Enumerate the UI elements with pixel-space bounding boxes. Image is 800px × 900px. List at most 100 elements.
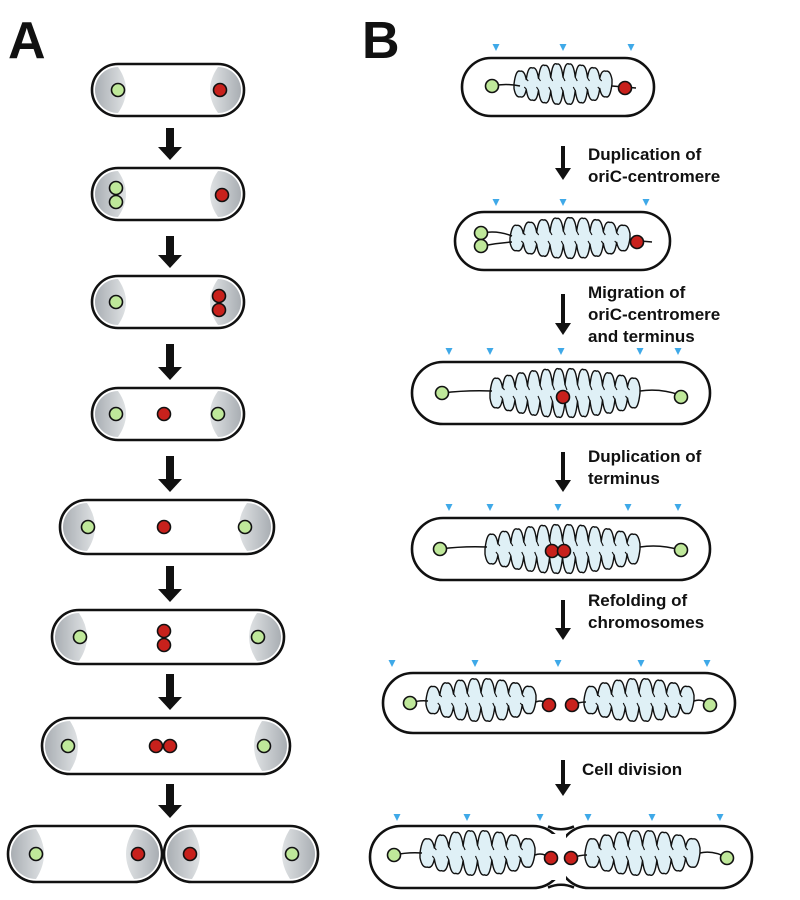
- step-label-migration-line1: Migration of: [588, 283, 686, 302]
- membrane-marker-icon: [554, 660, 562, 667]
- panel-a-cell-cycle: [6, 62, 320, 884]
- membrane-marker-icon: [716, 814, 724, 821]
- membrane-marker-icon: [584, 814, 592, 821]
- membrane-marker-icon: [492, 44, 500, 51]
- origin-green-dot: [237, 519, 253, 535]
- origin-green-dot: [432, 541, 448, 557]
- cell-a-7: [40, 716, 292, 776]
- terminus-red-dot: [162, 738, 178, 754]
- daughter-cell-left: [6, 824, 164, 884]
- origin-green-dot: [28, 846, 44, 862]
- membrane-marker-icon: [703, 660, 711, 667]
- terminus-red-dot: [555, 389, 571, 405]
- step-label-cell-division: Cell division: [582, 760, 682, 779]
- terminus-red-dot: [214, 187, 230, 203]
- origin-green-dot: [108, 180, 124, 196]
- down-arrow-icon: [158, 128, 182, 160]
- chromosome-mass-left: [419, 830, 536, 876]
- cell-a-6: [50, 608, 286, 666]
- origin-green-dot: [402, 695, 418, 711]
- membrane-marker-icon: [642, 199, 650, 206]
- origin-green-dot: [484, 78, 500, 94]
- cell-a-2: [90, 166, 246, 222]
- membrane-marker-icon: [471, 660, 479, 667]
- origin-green-dot: [256, 738, 272, 754]
- origin-green-dot: [108, 406, 124, 422]
- origin-green-dot: [250, 629, 266, 645]
- down-arrow-icon: [158, 674, 182, 710]
- step-label-duplication-terminus-line2: terminus: [588, 469, 660, 488]
- thin-down-arrow-icon: [555, 452, 571, 492]
- envelope-pole-shading: [63, 503, 95, 551]
- membrane-marker-icon: [648, 814, 656, 821]
- origin-green-dot: [108, 294, 124, 310]
- origin-green-dot: [702, 697, 718, 713]
- panel-b-chromosome-segregation: [368, 44, 754, 890]
- cell-b-6: [368, 814, 754, 890]
- cell-a-8-divided: [6, 824, 320, 884]
- origin-green-dot: [284, 846, 300, 862]
- thin-down-arrow-icon: [555, 146, 571, 180]
- step-label-duplication-terminus-line1: Duplication of: [588, 447, 702, 466]
- step-label-refolding-line2: chromosomes: [588, 613, 704, 632]
- cell-envelope: [90, 62, 246, 118]
- cell-a-3: [90, 274, 246, 330]
- membrane-marker-icon: [486, 504, 494, 511]
- thin-down-arrow-icon: [555, 600, 571, 640]
- cell-a-4: [90, 386, 246, 442]
- terminus-red-dot: [617, 80, 633, 96]
- terminus-red-dot: [556, 543, 572, 559]
- step-label-duplication-oric-line2: oriC-centromere: [588, 167, 720, 186]
- origin-green-dot: [72, 629, 88, 645]
- origin-green-dot: [386, 847, 402, 863]
- envelope-pole-shading: [55, 613, 87, 661]
- step-label-migration-line3: and terminus: [588, 327, 695, 346]
- down-arrow-icon: [158, 566, 182, 602]
- terminus-red-dot: [156, 623, 172, 639]
- cell-a-5: [58, 498, 276, 556]
- step-label-migration-line2: oriC-centromere: [588, 305, 720, 324]
- membrane-marker-icon: [637, 660, 645, 667]
- membrane-marker-icon: [627, 44, 635, 51]
- envelope-pole-shading: [210, 391, 241, 437]
- membrane-marker-icon: [393, 814, 401, 821]
- membrane-marker-icon: [559, 44, 567, 51]
- down-arrow-icon: [158, 344, 182, 380]
- origin-green-dot: [673, 542, 689, 558]
- chromosome-mass: [509, 216, 631, 260]
- cell-b-1: [460, 44, 656, 118]
- membrane-marker-icon: [536, 814, 544, 821]
- terminus-red-dot: [148, 738, 164, 754]
- thin-down-arrow-icon: [555, 294, 571, 335]
- terminus-red-dot: [156, 637, 172, 653]
- origin-green-dot: [473, 238, 489, 254]
- origin-green-dot: [673, 389, 689, 405]
- cell-b-5: [381, 660, 737, 735]
- envelope-pole-shading: [239, 503, 271, 551]
- membrane-marker-icon: [388, 660, 396, 667]
- membrane-marker-icon: [557, 348, 565, 355]
- membrane-marker-icon: [554, 504, 562, 511]
- panel-a-letter: A: [8, 12, 46, 70]
- panel-b-step-labels: Duplication of oriC-centromere Migration…: [582, 145, 720, 779]
- cell-b-2: [453, 199, 672, 272]
- envelope-pole-shading: [11, 829, 44, 879]
- terminus-red-dot: [156, 406, 172, 422]
- membrane-marker-icon: [559, 199, 567, 206]
- cell-b-3: [410, 348, 712, 426]
- membrane-marker-icon: [492, 199, 500, 206]
- terminus-red-dot: [182, 846, 198, 862]
- septum-constriction: [547, 825, 575, 889]
- daughter-cell-right: [162, 824, 320, 884]
- membrane-marker-icon: [674, 504, 682, 511]
- terminus-red-dot: [564, 697, 580, 713]
- membrane-marker-icon: [445, 504, 453, 511]
- terminus-red-dot: [211, 302, 227, 318]
- origin-green-dot: [80, 519, 96, 535]
- down-arrow-icon: [158, 784, 182, 818]
- cell-b-4: [410, 504, 712, 582]
- terminus-red-dot: [156, 519, 172, 535]
- origin-green-dot: [210, 406, 226, 422]
- membrane-marker-icon: [486, 348, 494, 355]
